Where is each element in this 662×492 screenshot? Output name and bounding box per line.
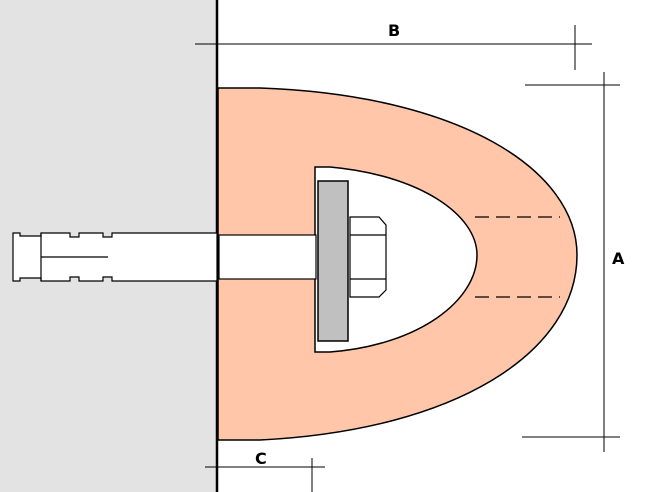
hex-nut	[349, 216, 387, 298]
dimension-c	[205, 458, 325, 492]
washer-plate	[317, 180, 349, 342]
label-a: A	[612, 249, 625, 268]
label-b: B	[388, 21, 400, 40]
dimension-b	[195, 25, 592, 70]
expansion-anchor	[12, 232, 317, 282]
inner-cutout	[314, 166, 478, 353]
label-c: C	[255, 449, 267, 468]
dimension-a	[522, 72, 620, 452]
